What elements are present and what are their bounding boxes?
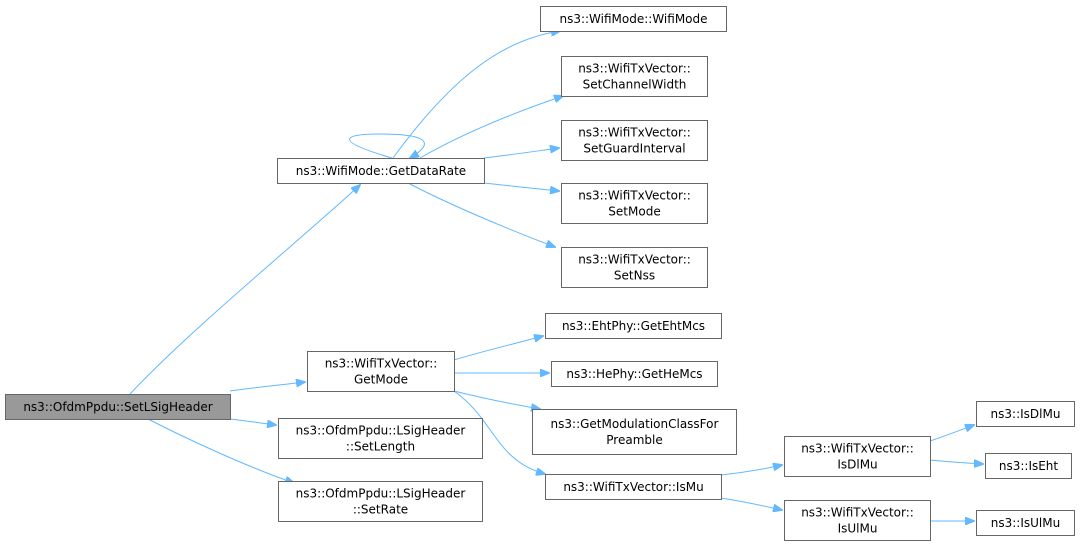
node-ismu[interactable]: ns3::WifiTxVector::IsMu [545, 474, 722, 500]
node-box [976, 401, 1075, 427]
node-label: Preamble [606, 433, 662, 447]
edge-ismu-to-txisdlmu [720, 465, 782, 476]
edge-getmode-to-ismu [453, 390, 545, 474]
edge-setlsigheader-to-getmode [229, 382, 305, 392]
node-setchannelwidth[interactable]: ns3::WifiTxVector::SetChannelWidth [561, 56, 708, 97]
node-setlength[interactable]: ns3::OfdmPpdu::LSigHeader::SetLength [278, 418, 483, 459]
edge-ismu-to-txisulmu [720, 497, 782, 510]
node-getehtmcs[interactable]: ns3::EhtPhy::GetEhtMcs [545, 313, 722, 339]
node-box [532, 409, 737, 455]
node-label: IsDlMu [837, 458, 877, 472]
edge-txisdlmu-to-isdlmu [929, 425, 974, 442]
node-getdatarate[interactable]: ns3::WifiMode::GetDataRate [277, 158, 485, 184]
node-label: ns3::WifiTxVector:: [578, 126, 691, 140]
node-box [784, 436, 931, 477]
edge-getdatarate-to-setmode [483, 182, 559, 191]
node-label: ns3::IsEht [999, 459, 1059, 473]
edge-getmode-to-getehtmcs [453, 336, 543, 361]
node-isdlmu[interactable]: ns3::IsDlMu [976, 401, 1075, 427]
node-label: ns3::WifiTxVector::IsMu [563, 480, 703, 494]
node-setlsigheader[interactable]: ns3::OfdmPpdu::SetLSigHeader [5, 394, 231, 420]
edge-getmode-to-getmodclass [453, 390, 540, 409]
node-box [540, 6, 727, 32]
node-label: ns3::OfdmPpdu::LSigHeader [296, 424, 466, 438]
node-label: ns3::WifiTxVector:: [801, 442, 914, 456]
node-label: ns3::EhtPhy::GetEhtMcs [562, 319, 705, 333]
edge-getdatarate-to-getdatarate [349, 133, 425, 158]
node-setnss[interactable]: ns3::WifiTxVector::SetNss [561, 247, 708, 288]
node-label: ns3::WifiTxVector:: [578, 253, 691, 267]
node-box [307, 351, 455, 392]
node-label: ns3::OfdmPpdu::LSigHeader [296, 487, 466, 501]
node-wifimode[interactable]: ns3::WifiMode::WifiMode [540, 6, 727, 32]
node-label: ns3::WifiTxVector:: [325, 357, 438, 371]
node-box [561, 247, 708, 288]
node-box [561, 120, 708, 161]
node-box [561, 56, 708, 97]
node-label: ::SetRate [353, 503, 408, 517]
node-box [278, 481, 483, 522]
node-setguardinterval[interactable]: ns3::WifiTxVector::SetGuardInterval [561, 120, 708, 161]
node-getmode[interactable]: ns3::WifiTxVector::GetMode [307, 351, 455, 392]
node-label: ::SetLength [346, 440, 415, 454]
edge-setlsigheader-to-setrate [147, 418, 294, 483]
node-isulmu[interactable]: ns3::IsUlMu [976, 510, 1075, 536]
node-iseht[interactable]: ns3::IsEht [985, 453, 1072, 479]
node-label: SetNss [614, 269, 655, 283]
node-box [976, 510, 1075, 536]
node-label: ns3::WifiTxVector:: [578, 189, 691, 203]
node-box [551, 361, 718, 387]
node-label: SetMode [608, 205, 660, 219]
edge-setlsigheader-to-getdatarate [129, 185, 360, 395]
node-box [561, 183, 708, 224]
node-label: ns3::OfdmPpdu::SetLSigHeader [23, 400, 212, 414]
edge-getdatarate-to-wifimode [392, 31, 560, 159]
node-label: ns3::WifiTxVector:: [801, 506, 914, 520]
node-box [784, 500, 931, 541]
node-label: SetGuardInterval [583, 142, 685, 156]
node-box [5, 394, 231, 420]
node-setrate[interactable]: ns3::OfdmPpdu::LSigHeader::SetRate [278, 481, 483, 522]
node-box [985, 453, 1072, 479]
node-label: ns3::WifiTxVector:: [578, 62, 691, 76]
node-label: ns3::HePhy::GetHeMcs [566, 367, 702, 381]
node-label: ns3::GetModulationClassFor [551, 417, 719, 431]
node-label: ns3::IsUlMu [991, 516, 1060, 530]
node-label: ns3::WifiMode::GetDataRate [296, 164, 466, 178]
edge-getdatarate-to-setnss [407, 182, 555, 247]
edge-txisdlmu-to-iseht [929, 459, 983, 464]
node-label: IsUlMu [838, 522, 878, 536]
edge-getdatarate-to-setchannelwidth [419, 96, 563, 159]
node-setmode[interactable]: ns3::WifiTxVector::SetMode [561, 183, 708, 224]
node-txisdlmu[interactable]: ns3::WifiTxVector::IsDlMu [784, 436, 931, 477]
node-box [278, 418, 483, 459]
node-txisulmu[interactable]: ns3::WifiTxVector::IsUlMu [784, 500, 931, 541]
node-box [277, 158, 485, 184]
node-box [545, 474, 722, 500]
edge-setlsigheader-to-setlength [229, 418, 276, 425]
node-box [545, 313, 722, 339]
node-label: SetChannelWidth [583, 78, 687, 92]
node-label: GetMode [354, 373, 408, 387]
edge-getdatarate-to-setguardinterval [483, 148, 559, 159]
node-gethemcs[interactable]: ns3::HePhy::GetHeMcs [551, 361, 718, 387]
node-label: ns3::WifiMode::WifiMode [559, 12, 707, 26]
node-label: ns3::IsDlMu [991, 407, 1061, 421]
